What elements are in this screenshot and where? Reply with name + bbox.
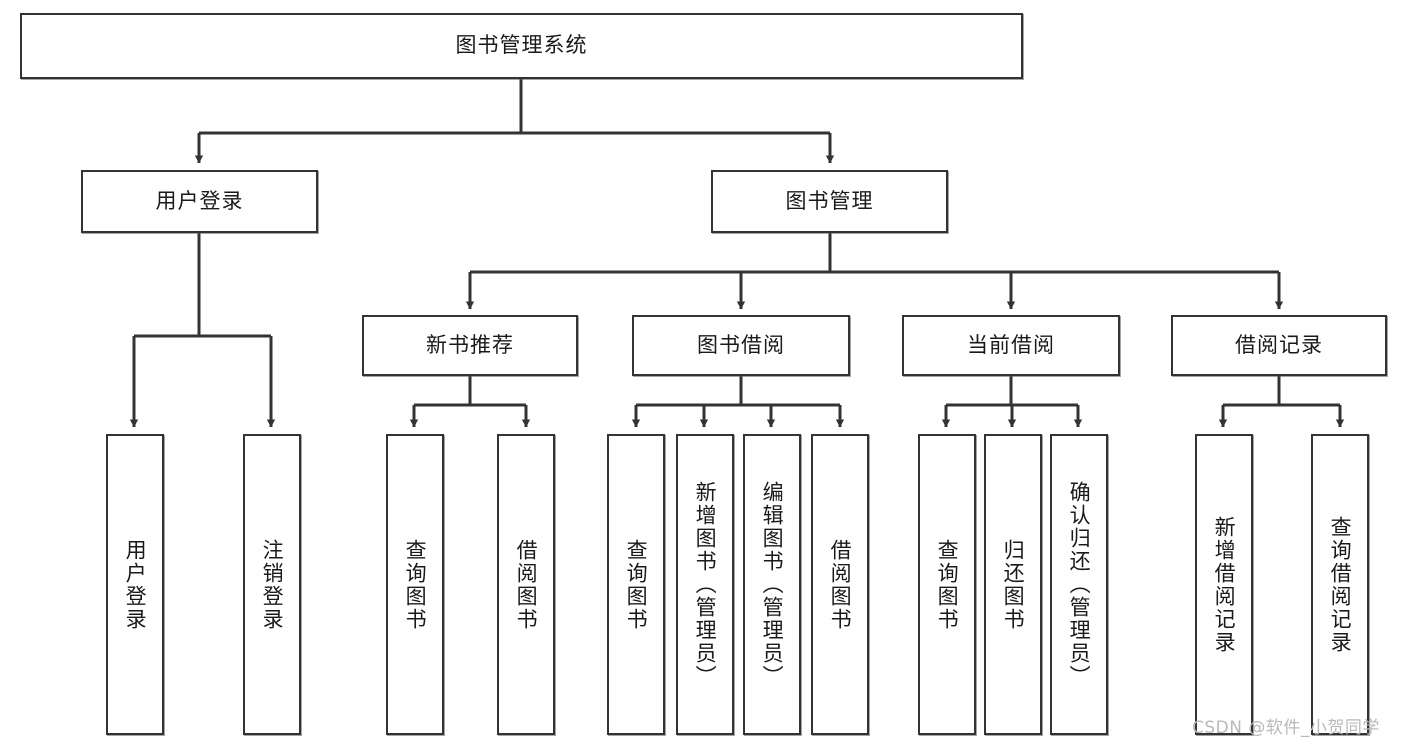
node-leaf-query-book-borrow-label: 查询图书 [624,538,649,631]
node-leaf-confirm-return-admin-label: 确认归还（管理员） [1067,481,1092,688]
node-leaf-query-book-current[interactable]: 查询图书 [918,434,976,735]
node-borrow-record-label: 借阅记录 [1235,332,1323,357]
node-leaf-edit-book-admin-label: 编辑图书（管理员） [760,481,785,688]
node-leaf-query-book-recommend[interactable]: 查询图书 [386,434,444,735]
node-current-borrow[interactable]: 当前借阅 [902,315,1120,376]
node-book-borrow[interactable]: 图书借阅 [632,315,850,376]
node-leaf-confirm-return-admin[interactable]: 确认归还（管理员） [1050,434,1108,735]
node-root[interactable]: 图书管理系统 [20,13,1023,79]
node-leaf-edit-book-admin[interactable]: 编辑图书（管理员） [743,434,801,735]
node-current-borrow-label: 当前借阅 [967,332,1055,357]
node-leaf-query-book-recommend-label: 查询图书 [403,538,428,631]
csdn-watermark: CSDN @软件_小贺同学 [1192,718,1380,738]
node-leaf-query-borrow-record-label: 查询借阅记录 [1328,515,1353,654]
node-leaf-add-book-admin-label: 新增图书（管理员） [693,481,718,688]
node-leaf-borrow-book[interactable]: 借阅图书 [811,434,869,735]
node-leaf-add-borrow-record[interactable]: 新增借阅记录 [1195,434,1253,735]
node-leaf-borrow-book-label: 借阅图书 [828,538,853,631]
node-new-book-recommend[interactable]: 新书推荐 [362,315,578,376]
node-leaf-borrow-book-recommend-label: 借阅图书 [514,538,539,631]
node-book-borrow-label: 图书借阅 [697,332,785,357]
node-book-management[interactable]: 图书管理 [711,170,948,233]
node-leaf-query-book-borrow[interactable]: 查询图书 [607,434,665,735]
node-leaf-return-book[interactable]: 归还图书 [984,434,1042,735]
node-leaf-user-login[interactable]: 用户登录 [106,434,164,735]
node-user-login-label: 用户登录 [155,188,244,213]
node-leaf-logout-label: 注销登录 [260,538,285,631]
node-leaf-add-book-admin[interactable]: 新增图书（管理员） [676,434,734,735]
node-book-management-label: 图书管理 [785,188,874,213]
node-leaf-logout[interactable]: 注销登录 [243,434,301,735]
node-user-login[interactable]: 用户登录 [81,170,318,233]
node-borrow-record[interactable]: 借阅记录 [1171,315,1387,376]
node-leaf-user-login-label: 用户登录 [123,538,148,631]
node-leaf-borrow-book-recommend[interactable]: 借阅图书 [497,434,555,735]
node-leaf-query-borrow-record[interactable]: 查询借阅记录 [1311,434,1369,735]
node-new-book-recommend-label: 新书推荐 [426,332,514,357]
node-leaf-query-book-current-label: 查询图书 [935,538,960,631]
node-leaf-add-borrow-record-label: 新增借阅记录 [1212,515,1237,654]
node-root-label: 图书管理系统 [455,33,588,58]
node-leaf-return-book-label: 归还图书 [1001,538,1026,631]
